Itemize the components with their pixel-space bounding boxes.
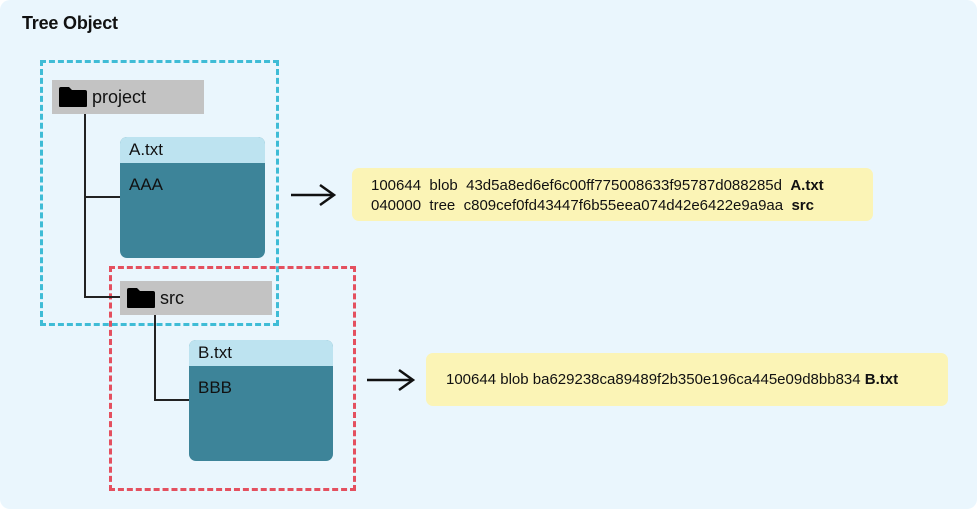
src-tree-group-outline xyxy=(109,266,356,491)
tree-entry: 100644 blob 43d5a8ed6ef6c00ff775008633f9… xyxy=(371,176,873,196)
project-to-src-line xyxy=(84,296,120,298)
tree-entry: 040000 tree c809cef0fd43447f6b55eea074d4… xyxy=(371,196,873,216)
entry-name: B.txt xyxy=(864,371,899,388)
entry-type: blob xyxy=(500,371,529,388)
entry-hash: ba629238ca89489f2b350e196ca445e09d8bb834 xyxy=(532,371,861,388)
entry-mode: 040000 xyxy=(371,197,422,214)
tree-entry: 100644 blob ba629238ca89489f2b350e196ca4… xyxy=(446,371,898,388)
file-b-name: B.txt xyxy=(189,340,333,366)
file-card-a[interactable]: A.txt AAA xyxy=(120,137,265,258)
entry-name: A.txt xyxy=(790,177,824,194)
project-to-a-line xyxy=(84,196,120,198)
entry-type: blob xyxy=(429,177,458,194)
project-trunk-line xyxy=(84,114,86,297)
entry-mode: 100644 xyxy=(371,177,422,194)
project-tree-group-outline xyxy=(40,60,279,326)
file-a-content: AAA xyxy=(129,175,164,194)
file-a-name: A.txt xyxy=(120,137,265,163)
entry-hash: 43d5a8ed6ef6c00ff775008633f95787d088285d xyxy=(466,177,782,194)
src-to-b-line xyxy=(154,399,189,401)
arrow-right-icon xyxy=(367,368,416,392)
entry-mode: 100644 xyxy=(446,371,497,388)
entry-hash: c809cef0fd43447f6b55eea074d42e6422e9a9aa xyxy=(463,197,784,214)
folder-src-label: src xyxy=(160,287,184,308)
arrow-right-icon xyxy=(291,183,337,207)
folder-project-label: project xyxy=(92,86,147,107)
file-card-b[interactable]: B.txt BBB xyxy=(189,340,333,461)
entry-type: tree xyxy=(429,197,456,214)
entry-name: src xyxy=(791,197,814,214)
folder-src[interactable]: src xyxy=(120,281,272,315)
diagram-title: Tree Object xyxy=(22,13,118,33)
folder-icon xyxy=(127,288,155,308)
folder-project[interactable]: project xyxy=(52,80,204,114)
folder-icon xyxy=(59,87,87,107)
file-b-content: BBB xyxy=(198,378,233,397)
src-trunk-line xyxy=(154,315,156,400)
project-tree-object: 100644 blob 43d5a8ed6ef6c00ff775008633f9… xyxy=(352,168,873,221)
src-tree-object: 100644 blob ba629238ca89489f2b350e196ca4… xyxy=(426,353,948,406)
